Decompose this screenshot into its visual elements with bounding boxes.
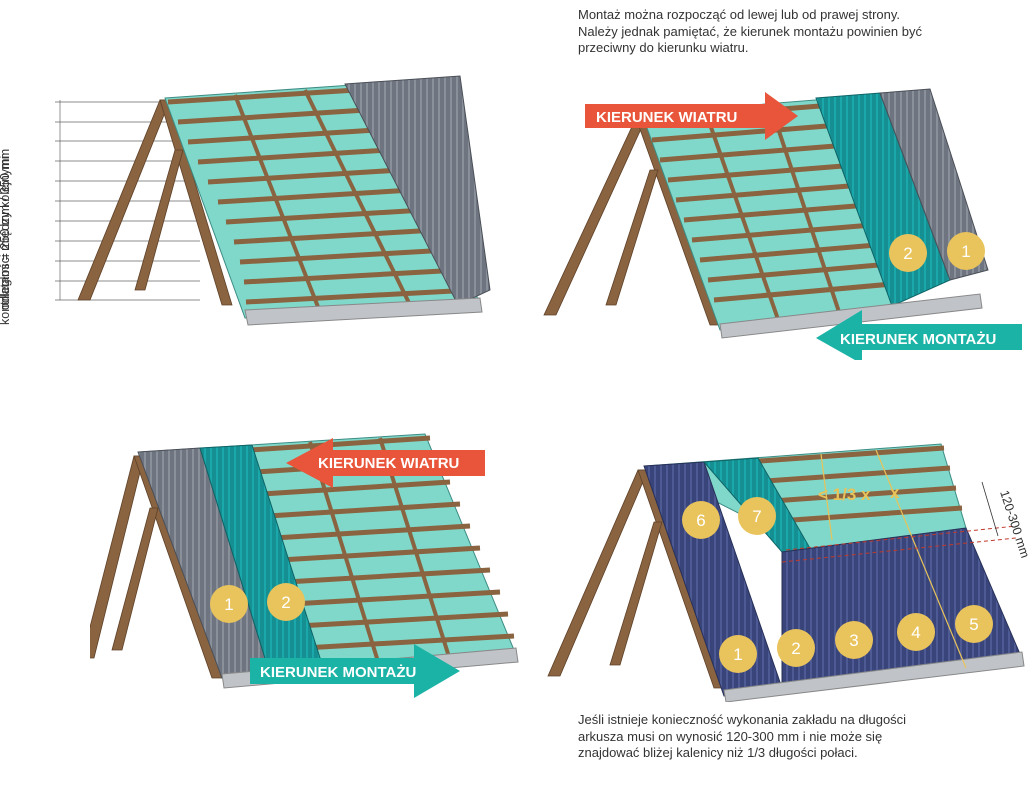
sheet-number-badge: 4 — [897, 613, 935, 651]
assembly-arrow-label: KIERUNEK MONTAŻU — [260, 664, 416, 681]
roof-diagram-bottom-left: KIERUNEK WIATRU KIERUNEK MONTAŻU 1 2 — [90, 428, 530, 708]
svg-text:7: 7 — [752, 507, 761, 526]
sheet-number-badge: 7 — [738, 497, 776, 535]
sheet-number-badge: 6 — [682, 501, 720, 539]
overlap-measure: 120-300 mm — [997, 489, 1032, 560]
sheet-number-badge: 3 — [835, 621, 873, 659]
svg-text:3: 3 — [849, 631, 858, 650]
svg-text:1: 1 — [224, 595, 233, 614]
wind-arrow-label: KIERUNEK WIATRU — [596, 109, 737, 126]
sheet-number-badge: 1 — [947, 232, 985, 270]
assembly-arrow-label: KIERUNEK MONTAŻU — [840, 331, 996, 348]
sheet-number-badge: 1 — [210, 585, 248, 623]
svg-text:6: 6 — [696, 511, 705, 530]
roof-diagram-bottom-right: < 1/3 x x 120-300 mm 6 7 1 2 3 4 5 — [546, 440, 1034, 702]
caption-top: Montaż można rozpocząć od lewej lub od p… — [578, 7, 938, 57]
roof-diagram-top-right: KIERUNEK WIATRU KIERUNEK MONTAŻU 2 1 — [540, 80, 1034, 360]
sheet-number-badge: 2 — [777, 629, 815, 667]
sheet-number-badge: 2 — [889, 234, 927, 272]
caption-bottom: Jeśli istnieje konieczność wykonania zak… — [578, 712, 938, 762]
sheet-number-badge: 1 — [719, 635, 757, 673]
svg-text:5: 5 — [969, 615, 978, 634]
svg-text:1: 1 — [961, 242, 970, 261]
svg-text:2: 2 — [903, 244, 912, 263]
sheet-number-badge: 2 — [267, 583, 305, 621]
svg-text:1: 1 — [733, 645, 742, 664]
x-label: x — [890, 483, 900, 502]
svg-text:4: 4 — [911, 623, 920, 642]
svg-text:2: 2 — [791, 639, 800, 658]
sheet-number-badge: 5 — [955, 605, 993, 643]
fraction-label: < 1/3 x — [818, 485, 871, 504]
roof-diagram-top-left — [0, 0, 520, 340]
wind-arrow-label: KIERUNEK WIATRU — [318, 455, 459, 472]
svg-text:2: 2 — [281, 593, 290, 612]
